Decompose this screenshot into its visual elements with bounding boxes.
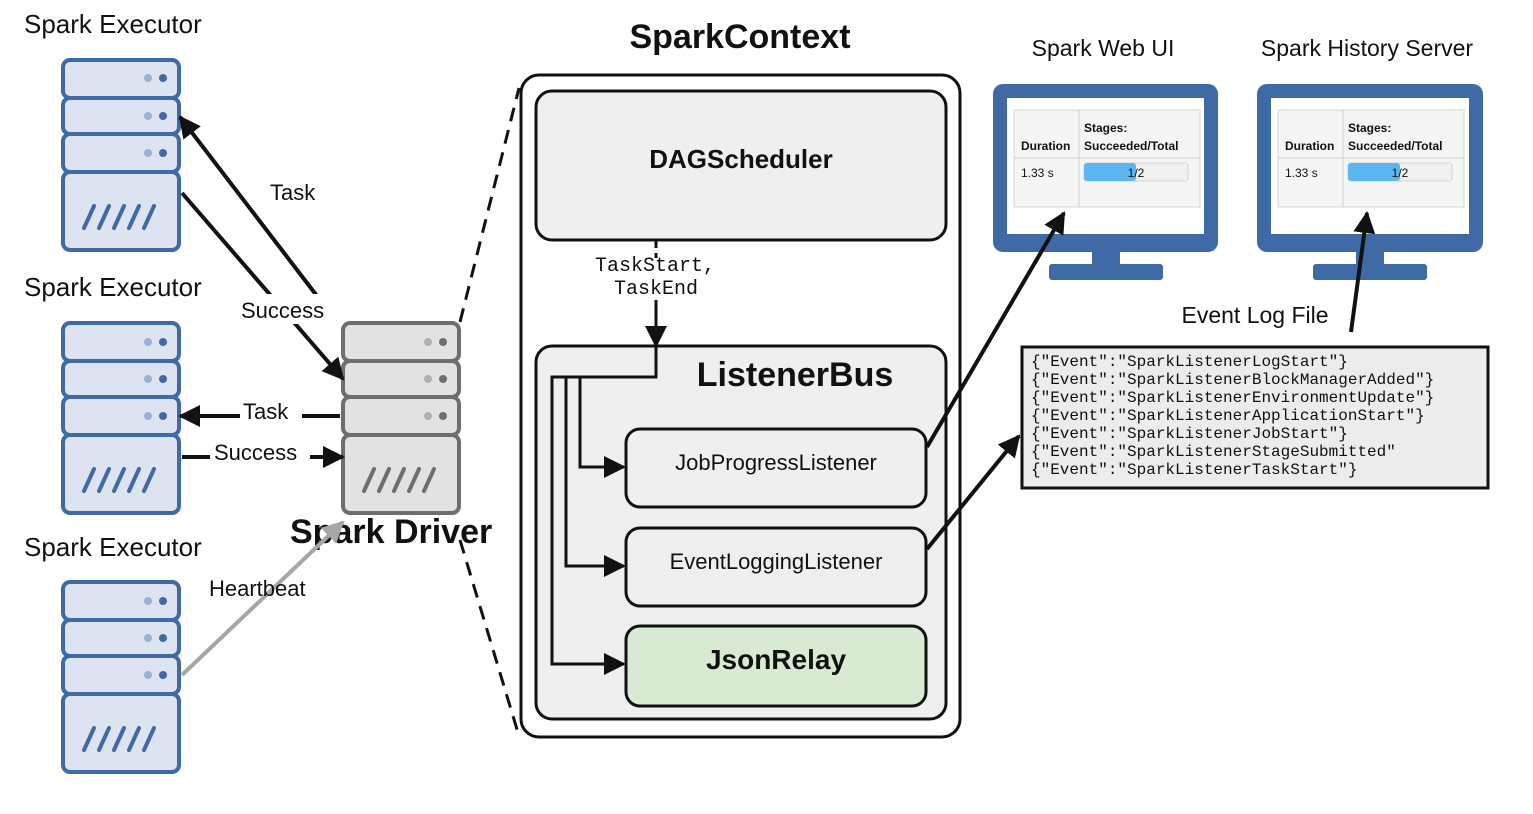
json-relay-label: JsonRelay: [706, 644, 846, 675]
event-log-line: {"Event":"SparkListenerTaskStart"}: [1031, 461, 1357, 479]
executor-1: Spark Executor: [24, 9, 202, 252]
success-label-1: Success: [241, 298, 324, 323]
json-relay-box: [624, 624, 928, 708]
web-ui-progress-fill: [1084, 163, 1136, 181]
web-ui-duration-header: Duration: [1021, 139, 1070, 153]
web-ui-succeeded-header: Succeeded/Total: [1084, 139, 1178, 153]
dag-scheduler-label: DAGScheduler: [649, 144, 833, 174]
events-label-line-2: TaskEnd: [614, 278, 698, 301]
heartbeat-arrow: [180, 520, 345, 677]
listener-bus-label: ListenerBus: [697, 356, 894, 394]
history-stages-label: Stages:: [1348, 121, 1391, 135]
executor-2-label: Spark Executor: [24, 272, 202, 302]
zoom-lines: [458, 87, 521, 737]
executor-1-label: Spark Executor: [24, 9, 202, 39]
history-server-title: Spark History Server: [1261, 35, 1474, 61]
log-to-history-server-arrow: [1349, 211, 1376, 333]
job-progress-to-web-ui-arrow: [925, 211, 1066, 449]
event-log-line: {"Event":"SparkListenerApplicationStart"…: [1031, 407, 1425, 425]
task-label-2: Task: [243, 399, 289, 424]
event-log-line: {"Event":"SparkListenerBlockManagerAdded…: [1031, 371, 1434, 389]
spark-context-title: SparkContext: [629, 18, 850, 56]
event-logging-to-log-arrow: [925, 434, 1021, 551]
event-log-title: Event Log File: [1181, 302, 1328, 328]
events-label-line-1: TaskStart,: [595, 255, 715, 278]
heartbeat-label: Heartbeat: [209, 576, 306, 601]
web-ui-title: Spark Web UI: [1032, 35, 1175, 61]
history-duration-header: Duration: [1285, 139, 1334, 153]
spark-context: SparkContext DAGScheduler TaskStart, Tas…: [519, 18, 962, 739]
spark-history-server: Spark History Server Stages: Duration Su…: [1257, 35, 1483, 280]
event-log-lines: {"Event":"SparkListenerLogStart"}{"Event…: [1031, 353, 1434, 479]
web-ui-stages-label: Stages:: [1084, 121, 1127, 135]
job-progress-listener-box: [624, 427, 928, 509]
task-label-1: Task: [270, 180, 316, 205]
event-log-file: Event Log File {"Event":"SparkListenerLo…: [1020, 302, 1490, 490]
web-ui-progress-text: 1/2: [1128, 166, 1145, 180]
history-progress-text: 1/2: [1392, 166, 1409, 180]
success-arrow-1: [180, 191, 345, 381]
spark-driver: Spark Driver: [290, 321, 492, 551]
event-log-line: {"Event":"SparkListenerJobStart"}: [1031, 425, 1348, 443]
task-arrow-1: [178, 115, 332, 315]
executor-2: Spark Executor: [24, 272, 202, 515]
executor-3: Spark Executor: [24, 532, 202, 774]
event-log-box: [1020, 345, 1490, 490]
job-progress-listener-label: JobProgressListener: [675, 450, 877, 475]
listener-bus-wires: [550, 346, 658, 675]
history-succeeded-header: Succeeded/Total: [1348, 139, 1442, 153]
event-logging-listener-box: [624, 526, 928, 608]
event-logging-listener-label: EventLoggingListener: [670, 549, 883, 574]
spark-web-ui: Spark Web UI Stages: Duration Succeeded/…: [993, 35, 1218, 280]
success-label-2: Success: [214, 440, 297, 465]
web-ui-duration-value: 1.33 s: [1021, 166, 1054, 180]
event-log-line: {"Event":"SparkListenerLogStart"}: [1031, 353, 1348, 371]
history-progress-fill: [1348, 163, 1400, 181]
executor-3-label: Spark Executor: [24, 532, 202, 562]
event-log-line: {"Event":"SparkListenerEnvironmentUpdate…: [1031, 389, 1434, 407]
dag-scheduler-box: [534, 89, 948, 242]
history-duration-value: 1.33 s: [1285, 166, 1318, 180]
event-log-line: {"Event":"SparkListenerStageSubmitted": [1031, 443, 1396, 461]
